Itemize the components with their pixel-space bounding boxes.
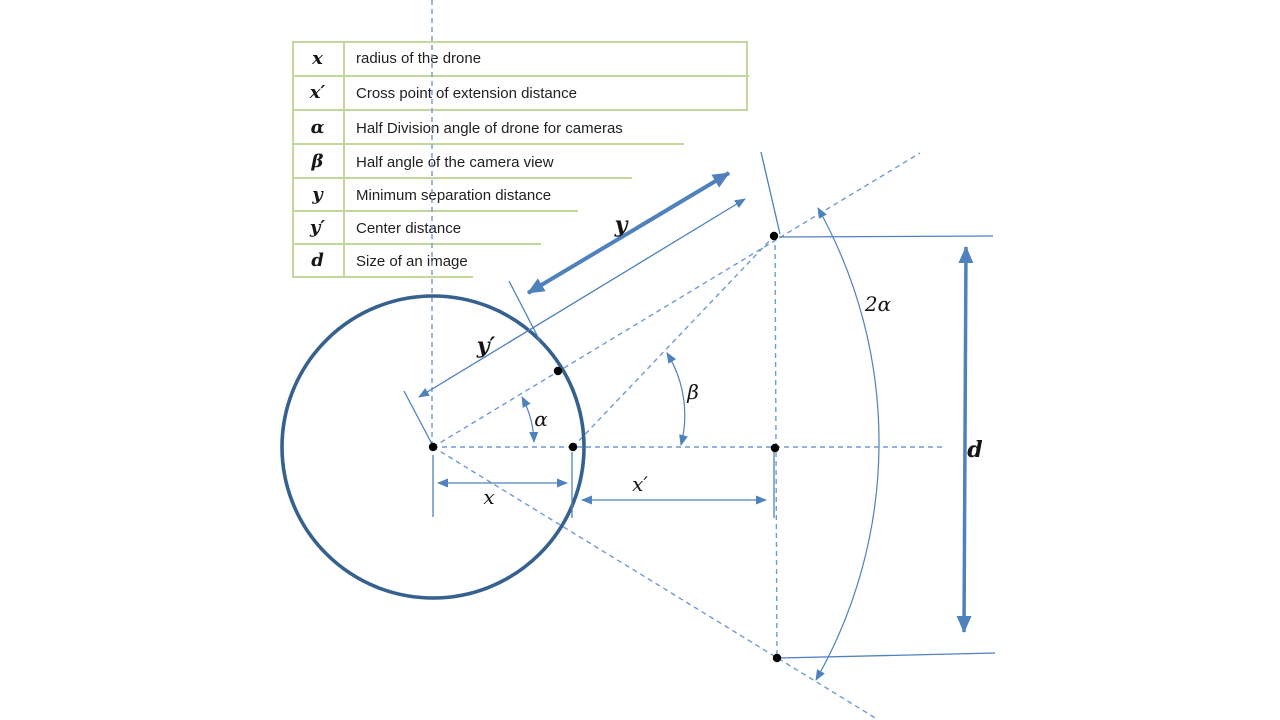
beta-label: β [686,380,699,404]
two-alpha-label: 2α [864,292,892,316]
table-border [292,41,748,43]
upper-cross-point [769,231,779,241]
symbol-cell: α [310,117,325,138]
axis-cross-point [770,443,780,453]
y-dimension-arrow [526,171,731,295]
beta-angle-arc [666,352,688,446]
table-border [746,41,748,111]
alpha-label: α [534,407,548,431]
y-label: y [614,212,630,238]
bottom-image-edge-line [779,652,996,659]
table-border [292,41,294,278]
desc-cell: Cross point of extension distance [356,85,577,102]
table-border [292,276,473,278]
symbol-cell: d [311,250,324,271]
d-label: d [967,437,982,463]
lower-division-dashed-line [432,446,878,720]
table-border [343,41,345,278]
alpha-angle-arc [521,396,539,443]
x-prime-label: x′ [632,472,648,496]
camera-point [568,442,578,452]
symbol-cell: β [311,151,324,172]
drone-center-point [428,442,438,452]
symbol-cell: y [312,184,323,205]
table-border [292,243,541,245]
d-dimension-arrow [956,246,974,633]
two-alpha-angle-arc [815,207,880,681]
y-prime-dimension-arrow [418,198,746,398]
table-border [292,75,749,77]
table-border [292,177,632,179]
desc-cell: radius of the drone [356,50,482,67]
upper-division-dashed-line [432,152,921,448]
symbol-cell: x [312,48,323,69]
symbol-cell: x′ [309,82,326,103]
y-prime-label: y′ [476,333,496,359]
camera-view-dashed-line [572,235,775,448]
symbol-cell: y′ [309,217,326,238]
table-border [292,143,684,145]
top-image-edge-line [778,235,994,238]
dimension-tick [760,151,781,235]
desc-cell: Half angle of the camera view [356,154,554,171]
dimension-tick [403,390,434,447]
lower-cross-point [772,653,782,663]
table-border [292,109,747,111]
upper-camera-point [553,366,563,376]
desc-cell: Half Division angle of drone for cameras [356,120,623,137]
x-label: x [483,485,494,509]
